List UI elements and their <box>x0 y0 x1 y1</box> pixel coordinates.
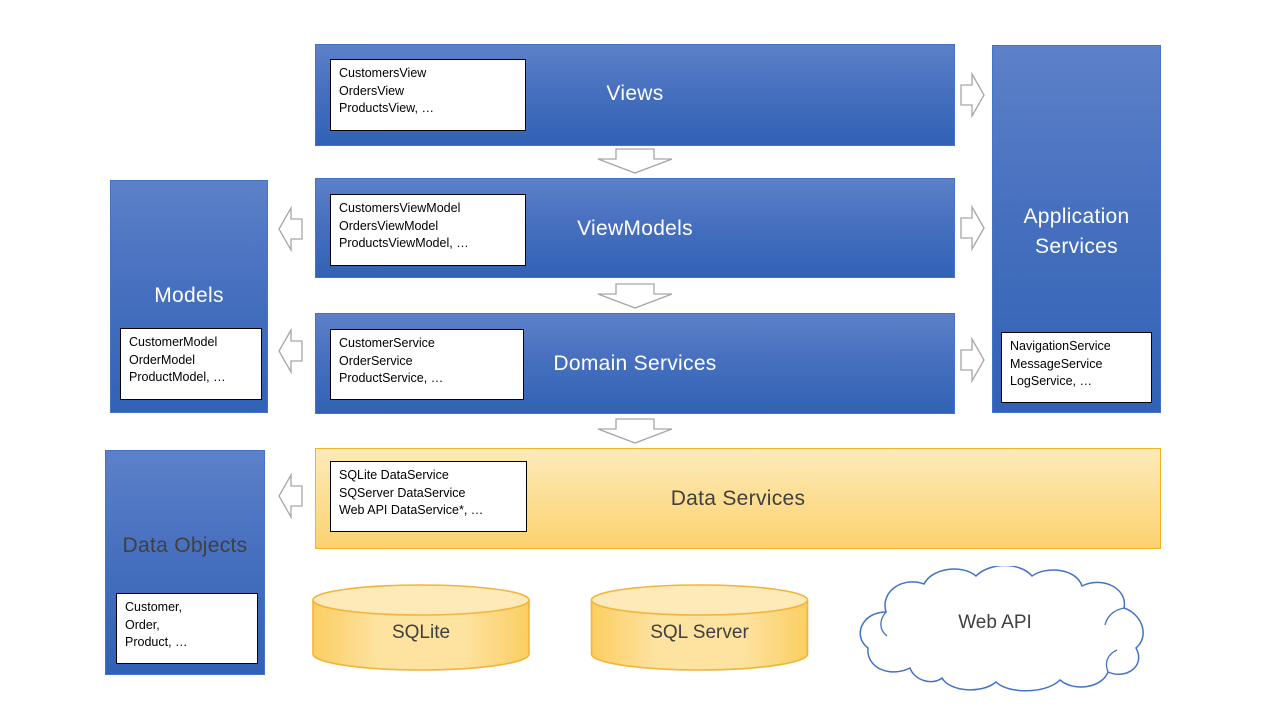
models-title: Models <box>154 284 224 307</box>
web-api-label: Web API <box>958 612 1032 633</box>
class-line: OrdersViewModel <box>339 218 439 233</box>
views-title: Views <box>606 82 664 105</box>
class-line: CustomerModel <box>129 335 218 349</box>
class-line: CustomerService <box>339 336 435 350</box>
class-line: CustomersView <box>339 66 427 80</box>
application-services-class-list: NavigationService MessageService LogServ… <box>1001 332 1152 403</box>
class-line: CustomersViewModel <box>339 201 461 215</box>
data-objects-title: Data Objects <box>122 534 248 557</box>
class-line: LogService, … <box>1010 374 1092 388</box>
right-arrow-icon <box>960 337 985 383</box>
left-arrow-icon <box>278 206 303 252</box>
right-arrow-icon <box>960 205 985 251</box>
class-line: Customer, <box>125 600 182 614</box>
data-services-title: Data Services <box>670 487 806 510</box>
sql-server-cylinder-icon <box>590 584 809 671</box>
web-api-cloud-icon <box>859 566 1144 692</box>
class-line: MessageService <box>1010 356 1103 371</box>
right-arrow-icon <box>960 72 985 118</box>
down-arrow-icon <box>597 283 673 309</box>
left-arrow-icon <box>278 473 303 519</box>
class-line: SQLite DataService <box>339 468 449 482</box>
class-line: NavigationService <box>1010 339 1111 353</box>
viewmodels-title: ViewModels <box>577 217 693 240</box>
class-line: ProductsView, … <box>339 101 434 115</box>
viewmodels-class-list: CustomersViewModel OrdersViewModel Produ… <box>330 194 526 266</box>
sqlite-label: SQLite <box>391 622 451 643</box>
views-class-list: CustomersView OrdersView ProductsView, … <box>330 59 526 131</box>
sqlite-cylinder-icon <box>312 584 530 671</box>
models-class-list: CustomerModel OrderModel ProductModel, … <box>120 328 262 400</box>
data-services-class-list: SQLite DataService SQServer DataService … <box>330 461 527 532</box>
class-line: ProductsViewModel, … <box>339 236 469 250</box>
class-line: Product, … <box>125 635 188 649</box>
data-objects-class-list: Customer, Order, Product, … <box>116 593 258 664</box>
class-line: ProductService, … <box>339 371 444 385</box>
sql-server-label: SQL Server <box>650 622 749 643</box>
class-line: Web API DataService*, … <box>339 503 484 517</box>
class-line: ProductModel, … <box>129 370 226 384</box>
domain-services-class-list: CustomerService OrderService ProductServ… <box>330 329 524 400</box>
down-arrow-icon <box>597 148 673 174</box>
class-line: OrderModel <box>129 352 195 367</box>
down-arrow-icon <box>597 418 673 444</box>
class-line: SQServer DataService <box>339 485 466 500</box>
class-line: OrderService <box>339 353 413 368</box>
domain-services-title: Domain Services <box>553 352 717 375</box>
class-line: OrdersView <box>339 83 405 98</box>
application-services-title: Application Services <box>1023 205 1130 258</box>
left-arrow-icon <box>278 328 303 374</box>
class-line: Order, <box>125 617 160 632</box>
